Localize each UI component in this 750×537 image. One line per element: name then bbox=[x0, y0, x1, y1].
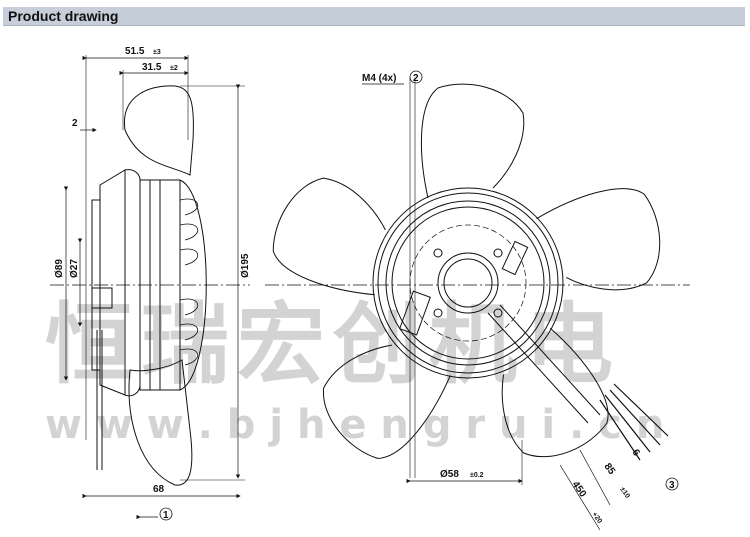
dim-85-tol: ±10 bbox=[618, 486, 630, 500]
dim-58: Ø58 bbox=[440, 469, 459, 480]
dim-31-5: 31.5 bbox=[142, 62, 162, 73]
side-view: 51.5 ±3 31.5 ±2 2 Ø89 Ø27 Ø195 68 1 bbox=[50, 46, 251, 521]
dim-2: 2 bbox=[72, 118, 78, 129]
front-view: Ø58 ±0.2 M4 (4x) 2 3 6 85 ±10 450 +20 bbox=[264, 70, 690, 531]
dim-6: 6 bbox=[630, 447, 642, 458]
section-header: Product drawing bbox=[3, 7, 745, 26]
callout-3: 3 bbox=[669, 480, 675, 491]
dim-85: 85 bbox=[602, 461, 618, 477]
screw-label: M4 (4x) bbox=[362, 73, 396, 84]
fan-blades bbox=[264, 83, 675, 478]
dim-27: Ø27 bbox=[69, 259, 80, 278]
dim-450: 450 bbox=[570, 479, 589, 499]
callout-2: 2 bbox=[413, 73, 419, 84]
dim-68: 68 bbox=[153, 484, 165, 495]
dim-31-5-tol: ±2 bbox=[170, 65, 178, 72]
watermark-url: w w w . b j h e n g r u i . c n bbox=[45, 402, 664, 448]
dim-51-5: 51.5 bbox=[125, 46, 145, 57]
dim-195: Ø195 bbox=[240, 253, 251, 278]
dim-51-5-tol: ±3 bbox=[153, 49, 161, 56]
dim-58-tol: ±0.2 bbox=[470, 472, 484, 479]
callout-1: 1 bbox=[163, 510, 169, 521]
section-title: Product drawing bbox=[8, 8, 119, 24]
dim-89: Ø89 bbox=[54, 259, 65, 278]
watermark-chinese: 恒瑞宏创机电 bbox=[45, 293, 621, 396]
